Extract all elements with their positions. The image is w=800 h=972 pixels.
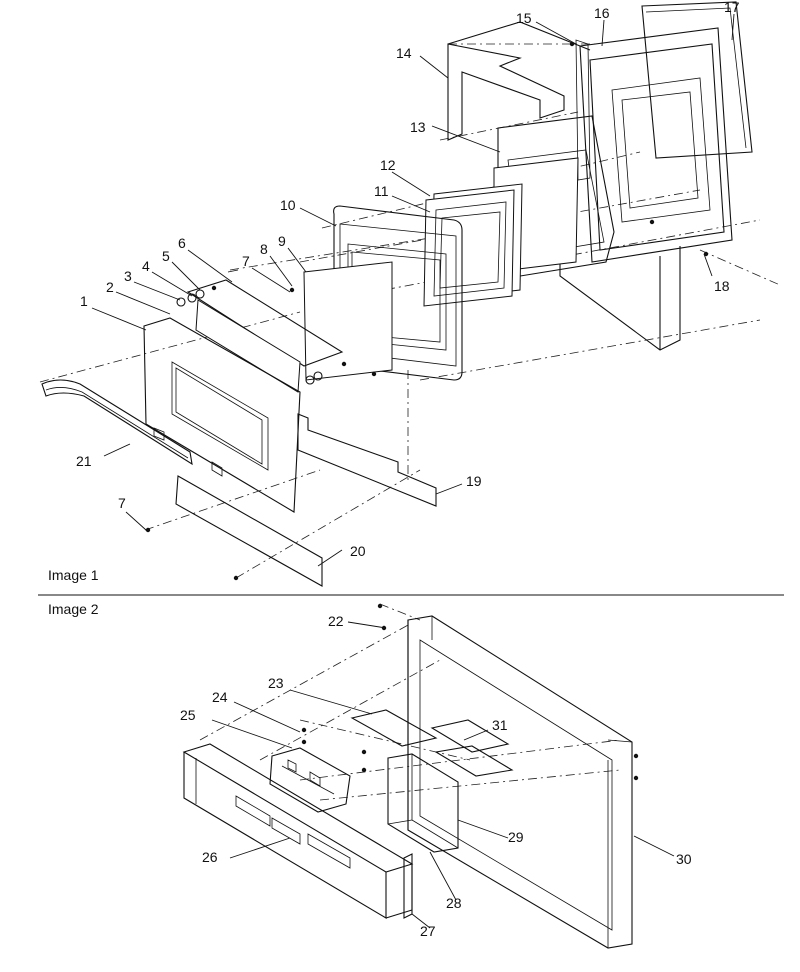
callout-28: 28 <box>446 895 462 911</box>
part-30-mounting-frame <box>407 615 633 949</box>
image2-callouts: 22 23 24 25 26 27 28 29 30 31 <box>180 613 692 939</box>
part-12-glass-pack <box>423 157 579 307</box>
callout-4: 4 <box>142 258 150 274</box>
callout-19: 19 <box>466 473 482 489</box>
part-24-control-board <box>269 747 351 813</box>
part-21-handle <box>41 379 193 466</box>
part-17-rear-panel <box>641 1 753 159</box>
image2-caption: Image 2 <box>48 601 99 617</box>
callout-11: 11 <box>374 183 389 199</box>
callout-25: 25 <box>180 707 196 723</box>
callout-3: 3 <box>124 268 132 284</box>
callout-5: 5 <box>162 248 170 264</box>
part-23-top-plate <box>350 709 438 747</box>
callout-2: 2 <box>106 279 114 295</box>
callout-29: 29 <box>508 829 524 845</box>
part-9-glass <box>303 261 393 381</box>
image1-leader-lines <box>91 13 735 567</box>
callout-1: 1 <box>80 293 88 309</box>
image1-callouts: 1 2 3 4 5 6 7 8 9 10 11 12 13 14 15 16 1… <box>76 0 740 559</box>
part-16-inner-frame <box>575 27 733 263</box>
image1-caption: Image 1 <box>48 567 99 583</box>
image2-projection-lines <box>199 603 621 801</box>
callout-27: 27 <box>420 923 436 939</box>
callout-17: 17 <box>724 0 740 15</box>
callout-7-lower: 7 <box>118 495 126 511</box>
callout-23: 23 <box>268 675 284 691</box>
part-29-control-box <box>387 753 459 853</box>
image2-panel: Image 2 <box>48 601 692 949</box>
part-20-kick-plate <box>175 475 323 587</box>
callout-30: 30 <box>676 851 692 867</box>
callout-6: 6 <box>178 235 186 251</box>
callout-7-upper: 7 <box>242 253 250 269</box>
part-1-outer-door <box>143 317 301 513</box>
image1-panel: 1 2 3 4 5 6 7 8 9 10 11 12 13 14 15 16 1… <box>39 0 781 587</box>
callout-12: 12 <box>380 157 396 173</box>
callout-8: 8 <box>260 241 268 257</box>
callout-14: 14 <box>396 45 412 61</box>
callout-18: 18 <box>714 278 730 294</box>
image2-fasteners <box>301 603 639 781</box>
callout-20: 20 <box>350 543 366 559</box>
callout-13: 13 <box>410 119 426 135</box>
part-19-lower-rail <box>297 413 437 507</box>
callout-16: 16 <box>594 5 610 21</box>
callout-21: 21 <box>76 453 92 469</box>
callout-9: 9 <box>278 233 286 249</box>
image2-leader-lines <box>211 621 675 929</box>
part-5-inner-glass <box>195 299 301 393</box>
callout-24: 24 <box>212 689 228 705</box>
part-31-bracket <box>430 719 514 777</box>
callout-15: 15 <box>516 10 532 26</box>
callout-10: 10 <box>280 197 296 213</box>
callout-26: 26 <box>202 849 218 865</box>
callout-22: 22 <box>328 613 344 629</box>
callout-31: 31 <box>492 717 508 733</box>
